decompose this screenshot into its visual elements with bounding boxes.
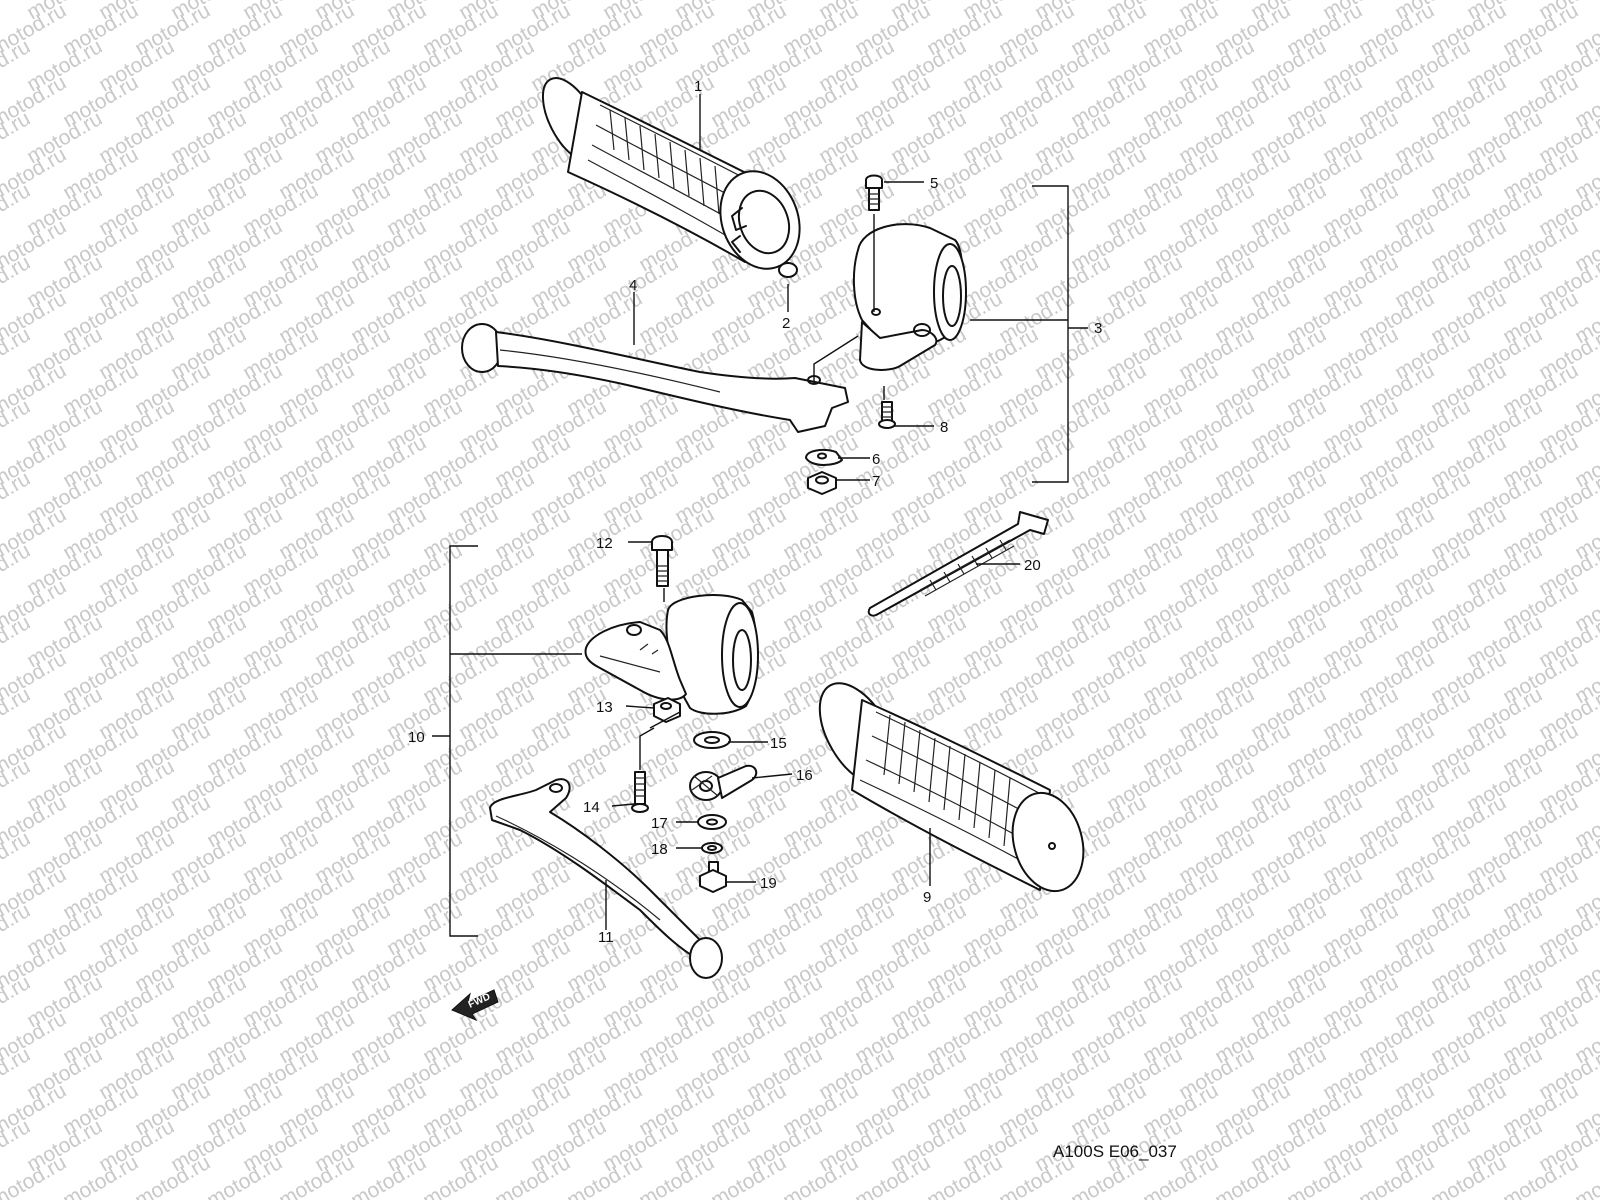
callout-9: 9: [923, 889, 931, 906]
part-10-clutch-lever-bracket[interactable]: [584, 594, 759, 715]
assembly-bracket-3: [970, 185, 1088, 483]
callout-14: 14: [583, 799, 600, 816]
part-14-bolt[interactable]: [631, 771, 649, 813]
part-4-front-brake-lever[interactable]: [461, 323, 849, 433]
callout-labels: 1 2 3 4 5 6 7 8 9 10 11 12 13 14 15 16 1…: [408, 78, 1102, 946]
callout-2: 2: [782, 315, 790, 332]
part-18-lock-washer[interactable]: [701, 842, 723, 854]
part-2-grip-plug[interactable]: [778, 262, 798, 278]
part-19-bolt[interactable]: [699, 861, 727, 893]
part-8-adjust-bolt[interactable]: [878, 401, 896, 429]
callout-11: 11: [598, 929, 614, 946]
callout-18: 18: [651, 841, 668, 858]
part-17-washer[interactable]: [697, 814, 727, 830]
callout-3: 3: [1094, 320, 1102, 337]
part-6-lever-washer[interactable]: [805, 449, 843, 466]
callout-5: 5: [930, 175, 938, 192]
fwd-direction-arrow: FWD: [451, 989, 499, 1022]
leader-lines: [605, 94, 1020, 930]
callout-7: 7: [872, 473, 880, 490]
callout-10: 10: [408, 729, 425, 746]
part-7-lever-nut[interactable]: [807, 471, 837, 495]
part-15-washer[interactable]: [693, 731, 731, 749]
part-9-left-grip[interactable]: [804, 671, 1094, 900]
callout-13: 13: [596, 699, 613, 716]
assembly-bracket-10: [432, 545, 582, 937]
callout-8: 8: [940, 419, 948, 436]
part-11-clutch-lever[interactable]: [489, 778, 723, 979]
callout-4: 4: [629, 277, 637, 294]
callout-12: 12: [596, 535, 613, 552]
diagram-reference-code: A100S E06_037: [1053, 1142, 1177, 1161]
part-20-cable-strap[interactable]: [867, 511, 1049, 617]
callout-16: 16: [796, 767, 813, 784]
callout-1: 1: [694, 78, 702, 95]
part-3-front-brake-lever-bracket[interactable]: [852, 223, 967, 371]
part-1-throttle-grip[interactable]: [531, 69, 813, 280]
callout-6: 6: [872, 451, 880, 468]
part-16-cable-adjuster[interactable]: [689, 764, 758, 801]
callout-19: 19: [760, 875, 777, 892]
callout-15: 15: [770, 735, 787, 752]
guide-lines: [639, 214, 885, 770]
callout-20: 20: [1024, 557, 1041, 574]
part-12-pivot-bolt[interactable]: [651, 535, 673, 587]
part-5-pivot-bolt[interactable]: [865, 174, 883, 211]
callout-17: 17: [651, 815, 668, 832]
